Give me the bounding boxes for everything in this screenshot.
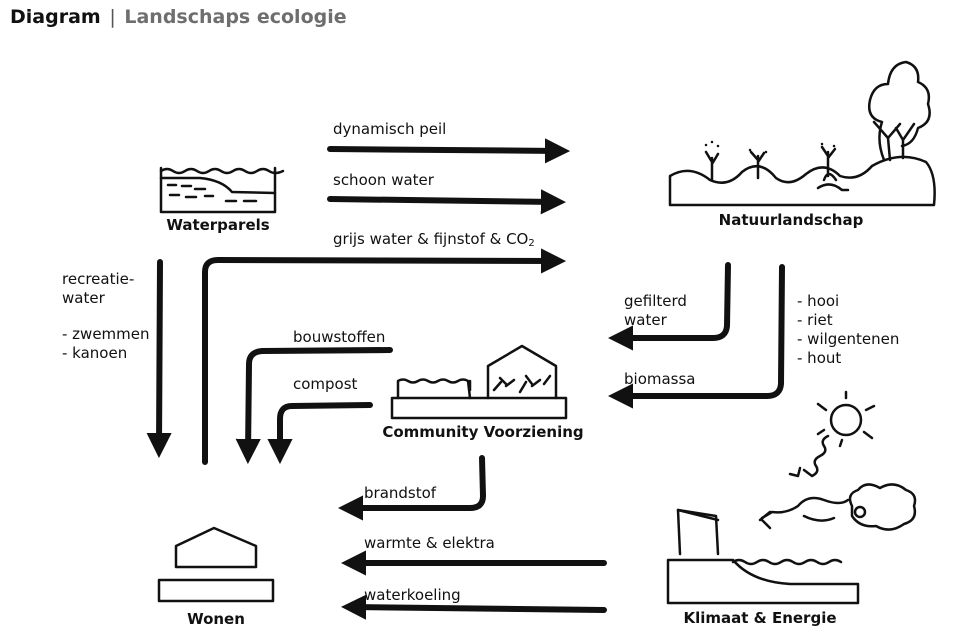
natuurlandschap-icon — [668, 60, 936, 207]
arrow-bouwstoffen — [235, 347, 393, 465]
node-klimaat-energie: Klimaat & Energie — [683, 609, 837, 627]
label-bouwstoffen: bouwstoffen — [293, 328, 386, 346]
label-schoon-water: schoon water — [333, 171, 434, 189]
label-waterkoeling: waterkoeling — [364, 586, 461, 604]
label-grijs-water-text: grijs water & fijnstof & CO — [333, 230, 529, 248]
list-item: - hooi — [797, 292, 840, 310]
label-grijs-water-subscript: 2 — [528, 238, 535, 249]
list-item: - riet — [797, 311, 833, 329]
node-natuurlandschap: Natuurlandschap — [718, 211, 864, 229]
arrow-grijs-water — [202, 248, 567, 465]
arrow-compost — [267, 402, 373, 465]
label-line: water — [624, 311, 667, 329]
arrow-recreatiewater — [146, 259, 172, 459]
header-title: Diagram — [10, 6, 101, 28]
label-grijs-water: grijs water & fijnstof & CO2 — [333, 230, 535, 253]
label-recreatie-items: - zwemmen - kanoen — [62, 325, 150, 363]
klimaat-energie-icon — [666, 390, 917, 605]
arrow-biomassa — [607, 264, 785, 409]
arrow-schoon-water — [327, 189, 567, 215]
wonen-icon — [157, 526, 275, 603]
arrow-gefilterd-water — [607, 262, 731, 351]
list-item: - kanoen — [62, 344, 128, 362]
arrow-brandstof — [337, 455, 486, 521]
list-item: - hout — [797, 349, 842, 367]
label-warmte-elektra: warmte & elektra — [364, 534, 495, 552]
label-brandstof: brandstof — [364, 484, 437, 502]
header-subtitle: Landschaps ecologie — [124, 6, 347, 28]
label-line: recreatie- — [62, 270, 135, 288]
arrow-dynamisch-peil — [327, 138, 571, 164]
label-recreatiewater: recreatie- water — [62, 270, 134, 308]
list-item: - zwemmen — [62, 325, 150, 343]
waterparels-icon — [159, 166, 285, 214]
list-item: - wilgentenen — [797, 330, 900, 348]
label-dynamisch-peil: dynamisch peil — [333, 120, 447, 138]
label-line: water — [62, 289, 105, 307]
node-wonen: Wonen — [187, 610, 245, 628]
community-voorziening-icon — [390, 344, 568, 420]
label-gefilterd-water: gefilterd water — [624, 292, 687, 330]
header-separator: | — [109, 6, 116, 28]
node-community-voorziening: Community Voorziening — [382, 423, 584, 441]
label-natuur-items: - hooi - riet - wilgentenen - hout — [797, 292, 899, 368]
label-compost: compost — [293, 375, 358, 393]
node-waterparels: Waterparels — [166, 216, 270, 234]
label-biomassa: biomassa — [624, 370, 696, 388]
arrow-waterkoeling — [340, 594, 607, 620]
page-title: Diagram | Landschaps ecologie — [10, 6, 347, 28]
label-line: gefilterd — [624, 292, 687, 310]
